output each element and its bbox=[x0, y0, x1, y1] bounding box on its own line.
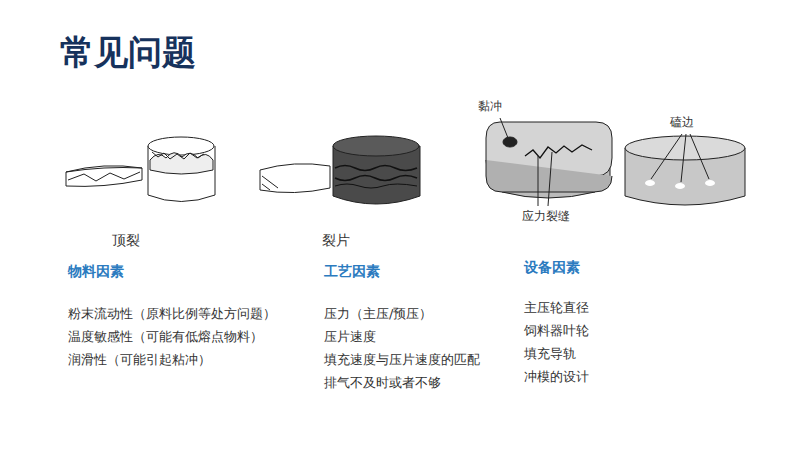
section-heading: 物料因素 bbox=[68, 263, 124, 281]
list-item: 排气不及时或者不够 bbox=[324, 374, 441, 392]
part-label: 应力裂缝 bbox=[522, 208, 570, 225]
list-item: 压片速度 bbox=[324, 328, 376, 346]
part-label: 黏冲 bbox=[478, 98, 502, 115]
defect-name: 裂片 bbox=[322, 232, 350, 250]
list-item: 主压轮直径 bbox=[524, 299, 589, 317]
list-item: 饲料器叶轮 bbox=[524, 322, 589, 340]
list-item: 填充速度与压片速度的匹配 bbox=[324, 351, 480, 369]
page-title: 常见问题 bbox=[60, 30, 196, 76]
list-item: 温度敏感性（可能有低熔点物料） bbox=[68, 328, 263, 346]
defect-name: 顶裂 bbox=[112, 232, 140, 250]
list-item: 填充导轨 bbox=[524, 345, 576, 363]
section-heading: 工艺因素 bbox=[324, 263, 380, 281]
section-heading: 设备因素 bbox=[524, 259, 580, 277]
part-label: 磕边 bbox=[670, 114, 694, 131]
list-item: 润滑性（可能引起粘冲） bbox=[68, 351, 211, 369]
list-item: 粉末流动性（原料比例等处方问题） bbox=[68, 305, 276, 323]
list-item: 冲模的设计 bbox=[524, 368, 589, 386]
list-item: 压力（主压/预压） bbox=[324, 305, 432, 323]
